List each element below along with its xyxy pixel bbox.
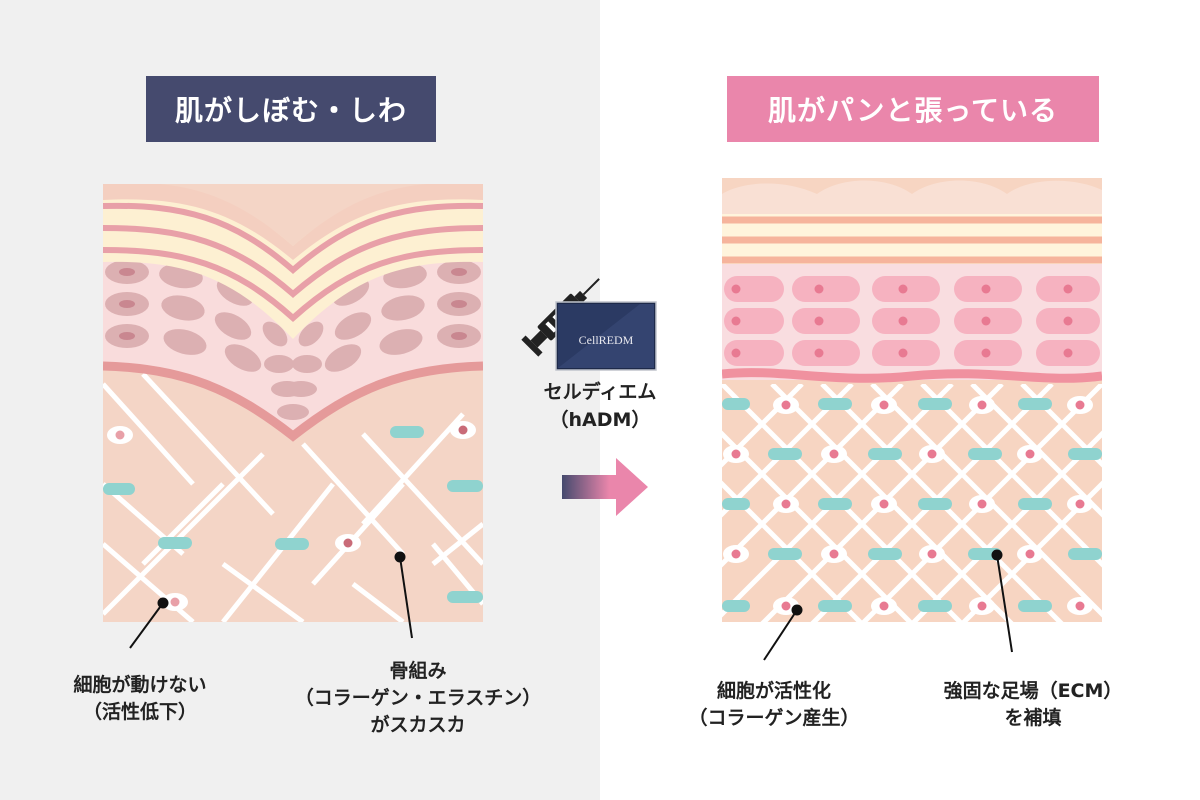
epidermal-cell-nuclei xyxy=(731,284,1073,358)
right-matrix-caption-line2: を補填 xyxy=(1004,707,1062,729)
right-cells-caption-line2: （コラーゲン産生） xyxy=(688,707,860,729)
teal-links xyxy=(722,398,1102,612)
right-matrix-caption-line1: 強固な足場（ECM） xyxy=(943,680,1123,702)
right-cells-caption-line1: 細胞が活性化 xyxy=(716,680,831,702)
stratum-corneum xyxy=(103,184,483,339)
corneum-layers xyxy=(103,202,483,323)
basement-membrane xyxy=(722,368,1102,383)
right-cells-caption: 細胞が活性化 （コラーゲン産生） xyxy=(664,678,884,732)
product-box-label: CellREDM xyxy=(579,333,634,347)
wrinkled-skin-diagram xyxy=(103,184,483,622)
left-panel-title: 肌がしぼむ・しわ xyxy=(146,76,436,142)
product-box-icon: CellREDM xyxy=(555,301,657,371)
dermal-cells xyxy=(107,421,476,611)
left-cells-caption-line1: 細胞が動けない xyxy=(73,674,207,696)
right-arrow-icon xyxy=(562,458,648,516)
plump-skin-diagram xyxy=(722,178,1102,622)
dermal-cells xyxy=(723,396,1093,615)
left-cells-caption-line2: （活性低下） xyxy=(82,701,197,723)
product-label: セルディエム （hADM） xyxy=(520,378,680,434)
treatment-graphic: CellREDM xyxy=(521,278,657,371)
sparse-collagen-network xyxy=(103,372,483,622)
corneum-layers xyxy=(722,216,1102,264)
right-panel-title: 肌がパンと張っている xyxy=(727,76,1099,142)
left-cells-caption: 細胞が動けない （活性低下） xyxy=(40,672,240,726)
left-matrix-caption-line1: 骨組み xyxy=(389,660,447,682)
epidermal-cell-nuclei xyxy=(119,268,467,340)
product-name: セルディエム xyxy=(543,381,657,403)
product-subtitle: （hADM） xyxy=(549,409,651,431)
basement-membrane xyxy=(103,361,483,442)
left-matrix-caption: 骨組み （コラーゲン・エラスチン） がスカスカ xyxy=(268,658,568,739)
teal-links xyxy=(103,426,483,603)
left-matrix-caption-line3: がスカスカ xyxy=(370,714,466,736)
right-matrix-caption: 強固な足場（ECM） を補填 xyxy=(918,678,1148,732)
left-matrix-caption-line2: （コラーゲン・エラスチン） xyxy=(294,687,542,709)
skin-surface xyxy=(722,180,1102,214)
